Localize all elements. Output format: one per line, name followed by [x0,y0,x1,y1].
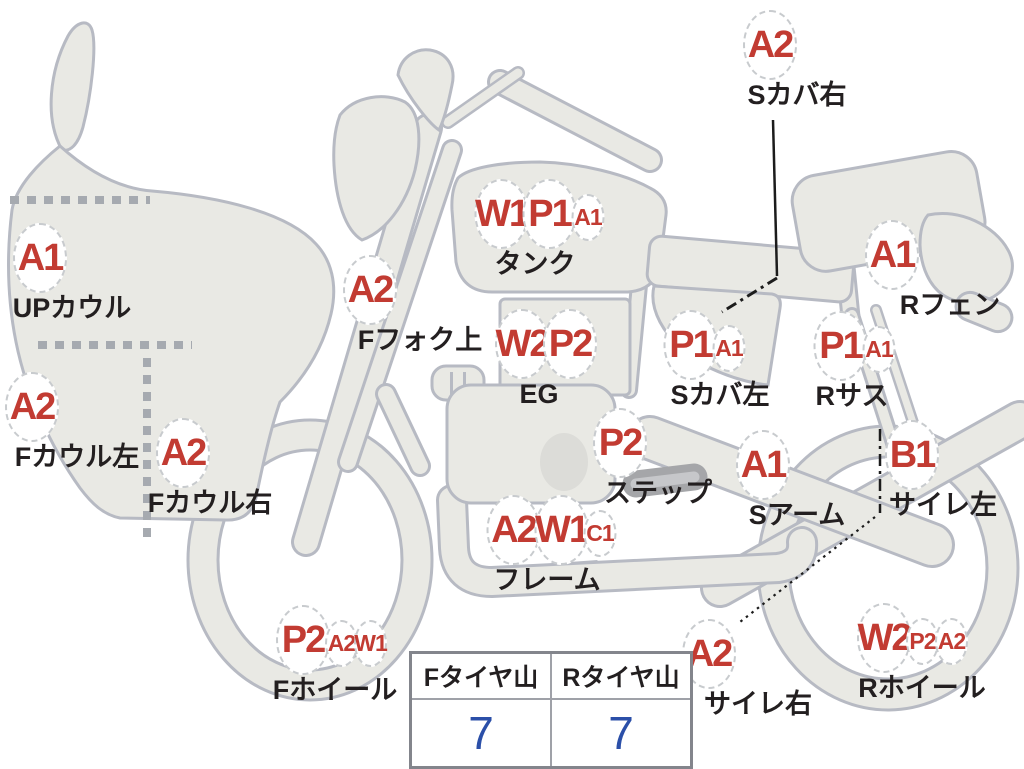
damage-code-row: A2 [743,10,797,80]
damage-code-badge: A1 [571,194,605,241]
damage-code-badge: A1 [865,220,919,290]
damage-code-row: P2 [593,408,647,478]
part-label: Rサス [815,381,889,411]
part-label: Sアーム [748,500,846,530]
damage-code-row: A2 [343,255,397,325]
rear-fender-shape [918,212,1014,334]
part-label: フレーム [493,565,601,595]
damage-code-badge: B1 [885,420,939,490]
swing-arm-shape [627,415,955,568]
damage-code-badge: W1 [474,179,530,249]
part-label: UPカウル [12,293,132,323]
damage-code-row: A1 [865,220,919,290]
front-fork-shape [291,113,463,557]
part-label: ステップ [604,478,712,508]
damage-code-badge: A1 [862,326,896,373]
damage-code-badge: W2 [495,309,551,379]
part-label: タンク [494,249,576,279]
damage-code-badge: P1 [522,179,577,249]
damage-code-badge: A2 [325,620,358,667]
damage-code-row: A1 [13,223,67,293]
part-label: Sカバ右 [747,80,847,110]
damage-code-badge: P2 [593,408,647,478]
part-label: Fホイール [272,675,398,705]
rear-tire-tread-value: 7 [550,698,693,769]
part-label: EG [519,379,559,409]
part-label: Sカバ左 [670,380,770,410]
tire-tread-table: Fタイヤ山 Rタイヤ山 7 7 [409,651,693,769]
front-tire-tread-header: Fタイヤ山 [409,651,552,700]
panel-split-lines [10,196,192,540]
damage-code-badge: A2 [486,495,541,565]
damage-code-row: B1 [885,420,939,490]
damage-code-row: A1 [736,430,790,500]
damage-code-badge: A2 [935,618,968,665]
damage-code-badge: W2 [857,603,913,673]
part-label: Rホイール [858,673,986,703]
damage-code-badge: A2 [343,255,397,325]
damage-code-badge: C1 [583,510,617,557]
part-label: Rフェン [899,290,1001,320]
damage-code-row: A2 [156,418,210,488]
part-label: サイレ右 [704,689,812,719]
tire-table-value-row: 7 7 [409,698,693,769]
pointer-lines [721,119,882,623]
damage-code-badge: A1 [13,223,67,293]
damage-code-badge: P2 [543,309,597,379]
damage-code-badge: P1 [813,311,868,381]
part-label: サイレ左 [889,490,997,520]
damage-code-badge: W1 [354,620,388,667]
damage-code-badge: P2 [906,618,939,665]
damage-code-badge: P2 [276,605,330,675]
front-tire-tread-value: 7 [409,698,552,769]
handlebar-shape [332,48,663,242]
part-label: Fフォク上 [357,325,483,355]
part-label: Fカウル右 [147,488,273,518]
part-label: Fカウル左 [14,442,140,472]
damage-code-badge: W1 [534,495,590,565]
front-cowl-shape [7,21,336,522]
tire-table-header-row: Fタイヤ山 Rタイヤ山 [409,651,693,700]
damage-code-badge: A1 [736,430,790,500]
foot-peg-shape [622,463,708,498]
damage-code-badge: A2 [5,372,59,442]
damage-code-badge: A2 [743,10,797,80]
rear-tire-tread-header: Rタイヤ山 [550,651,693,700]
damage-code-row: A2 [5,372,59,442]
damage-code-badge: A2 [156,418,210,488]
damage-code-badge: P1 [663,310,718,380]
damage-code-badge: A1 [712,325,746,372]
